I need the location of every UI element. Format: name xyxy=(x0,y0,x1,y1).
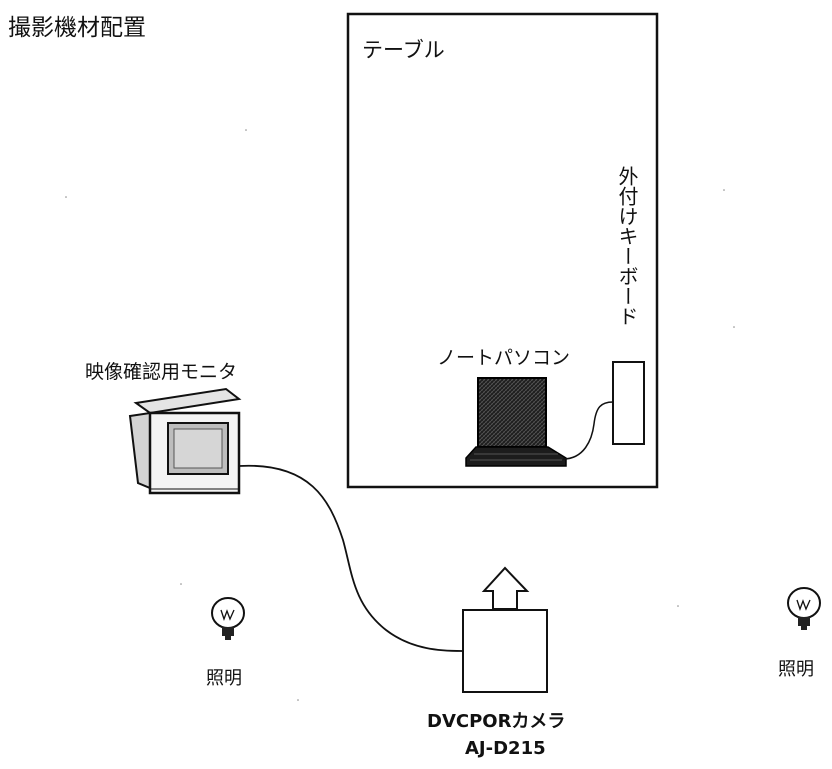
notebook-pc-icon xyxy=(465,377,567,467)
diagram-title: 撮影機材配置 xyxy=(8,15,146,41)
camera-direction-arrow xyxy=(481,566,530,610)
monitor-icon xyxy=(128,387,242,495)
keyboard-label: 外付けキーボード xyxy=(615,166,639,326)
left-light-bulb-icon xyxy=(211,597,245,640)
table-label: テーブル xyxy=(362,38,445,62)
camera-box xyxy=(462,609,548,693)
light-label-left: 照明 xyxy=(206,668,242,689)
camera-model-label: AJ-D215 xyxy=(465,738,546,759)
external-keyboard-box xyxy=(612,361,645,445)
notebook-label: ノートパソコン xyxy=(437,347,571,369)
monitor-label: 映像確認用モニタ xyxy=(85,361,238,383)
keyboard-cable xyxy=(562,401,614,460)
right-light-bulb-icon xyxy=(787,587,821,630)
camera-name-label: DVCPORカメラ xyxy=(427,711,566,732)
table-outline xyxy=(346,12,659,489)
monitor-camera-cable xyxy=(238,464,463,652)
light-label-right: 照明 xyxy=(778,659,814,680)
scan-speckles xyxy=(65,129,735,701)
